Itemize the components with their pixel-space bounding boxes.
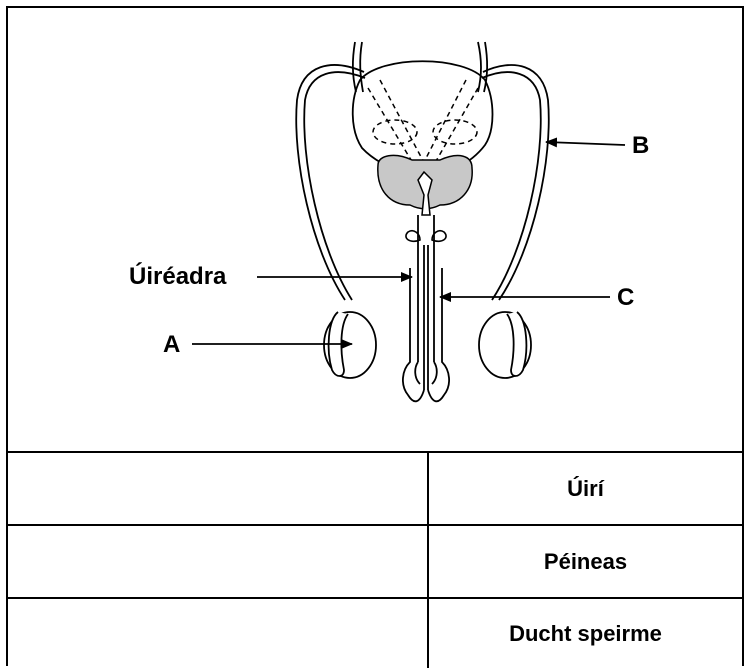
answer-cell-3[interactable] <box>8 599 427 668</box>
answer-cell-1[interactable] <box>8 453 427 524</box>
label-a: A <box>163 331 180 358</box>
label-c: C <box>617 284 634 311</box>
term-cell-1: Úirí <box>429 453 742 524</box>
male-reproductive-diagram: B Úiréadra C A <box>0 0 744 460</box>
ureter-left <box>353 42 356 92</box>
table-row: Úirí <box>8 453 742 526</box>
label-urethra: Úiréadra <box>129 262 227 290</box>
penis-right-edge <box>428 268 449 401</box>
term-cell-2: Péineas <box>429 526 742 597</box>
vas-deferens-right <box>482 72 541 300</box>
vas-deferens-left <box>304 72 365 300</box>
label-b: B <box>632 132 649 159</box>
worksheet-frame: B Úiréadra C A Úirí Péineas Ducht speirm… <box>6 6 744 666</box>
arrow-b <box>546 142 625 145</box>
diagram-panel: B Úiréadra C A <box>8 8 742 453</box>
table-row: Péineas <box>8 526 742 599</box>
ureter-right <box>478 42 481 92</box>
answer-cell-2[interactable] <box>8 526 427 597</box>
penis-left-edge <box>403 268 424 401</box>
term-cell-3: Ducht speirme <box>429 599 742 668</box>
table-row: Ducht speirme <box>8 599 742 668</box>
